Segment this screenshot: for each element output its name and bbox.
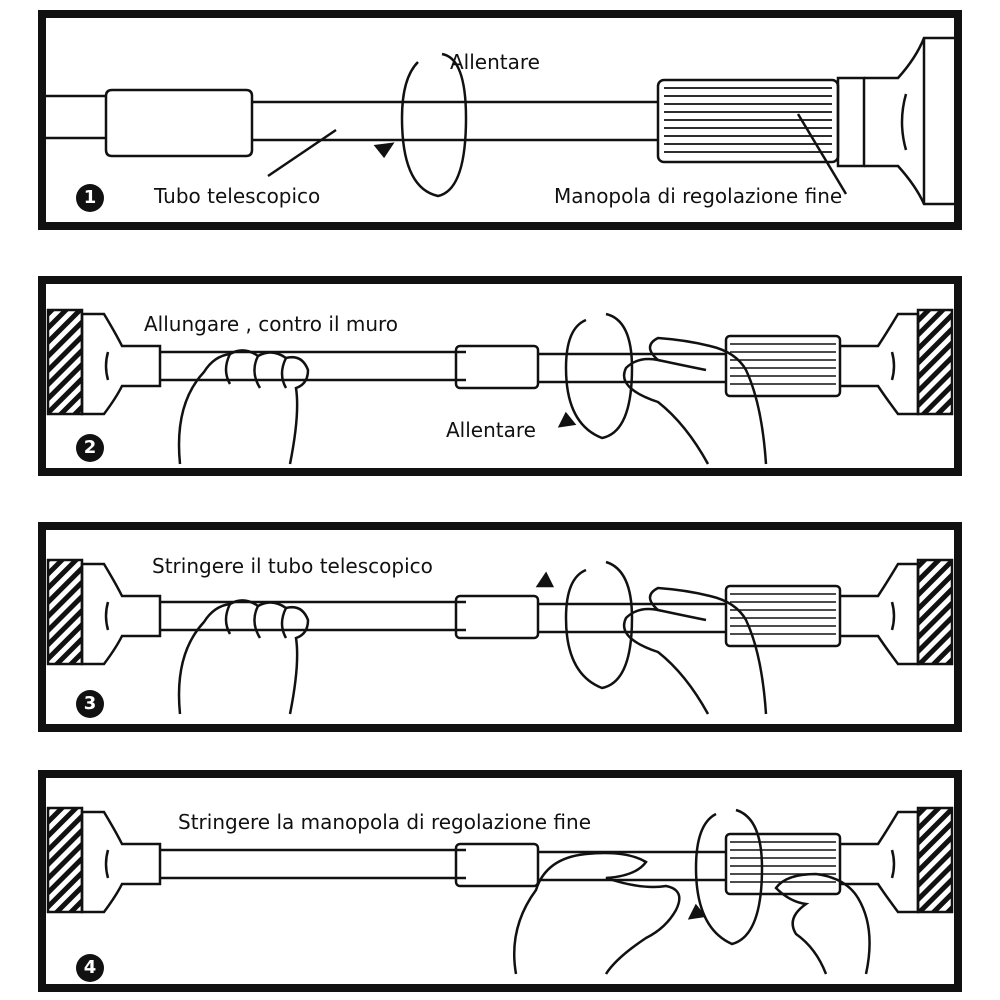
extend-label: Allungare , contro il muro	[144, 312, 399, 336]
step-3-panel: Stringere il tubo telescopico 3	[38, 522, 962, 732]
tighten-tube-label: Stringere il tubo telescopico	[152, 554, 433, 578]
tube-label: Tubo telescopico	[154, 184, 321, 208]
step-2-panel: Allungare , contro il muro Allentare 2	[38, 276, 962, 476]
step-number-badge: 3	[76, 690, 104, 718]
step-1-illustration	[46, 36, 954, 206]
step-number-badge: 2	[76, 434, 104, 462]
step-4-illustration	[46, 806, 954, 975]
step-number-badge: 1	[76, 184, 104, 212]
tighten-knob-label: Stringere la manopola di regolazione fin…	[178, 810, 592, 834]
step-4-panel: Stringere la manopola di regolazione fin…	[38, 770, 962, 992]
step-3-illustration	[46, 558, 954, 715]
step-2-illustration	[46, 308, 954, 465]
loosen-label: Allentare	[446, 418, 536, 442]
loosen-label: Allentare	[450, 50, 540, 74]
step-number-badge: 4	[76, 954, 104, 982]
step-1-panel: Allentare Tubo telescopico Manopola di r…	[38, 10, 962, 230]
knob-label: Manopola di regolazione fine	[554, 184, 843, 208]
